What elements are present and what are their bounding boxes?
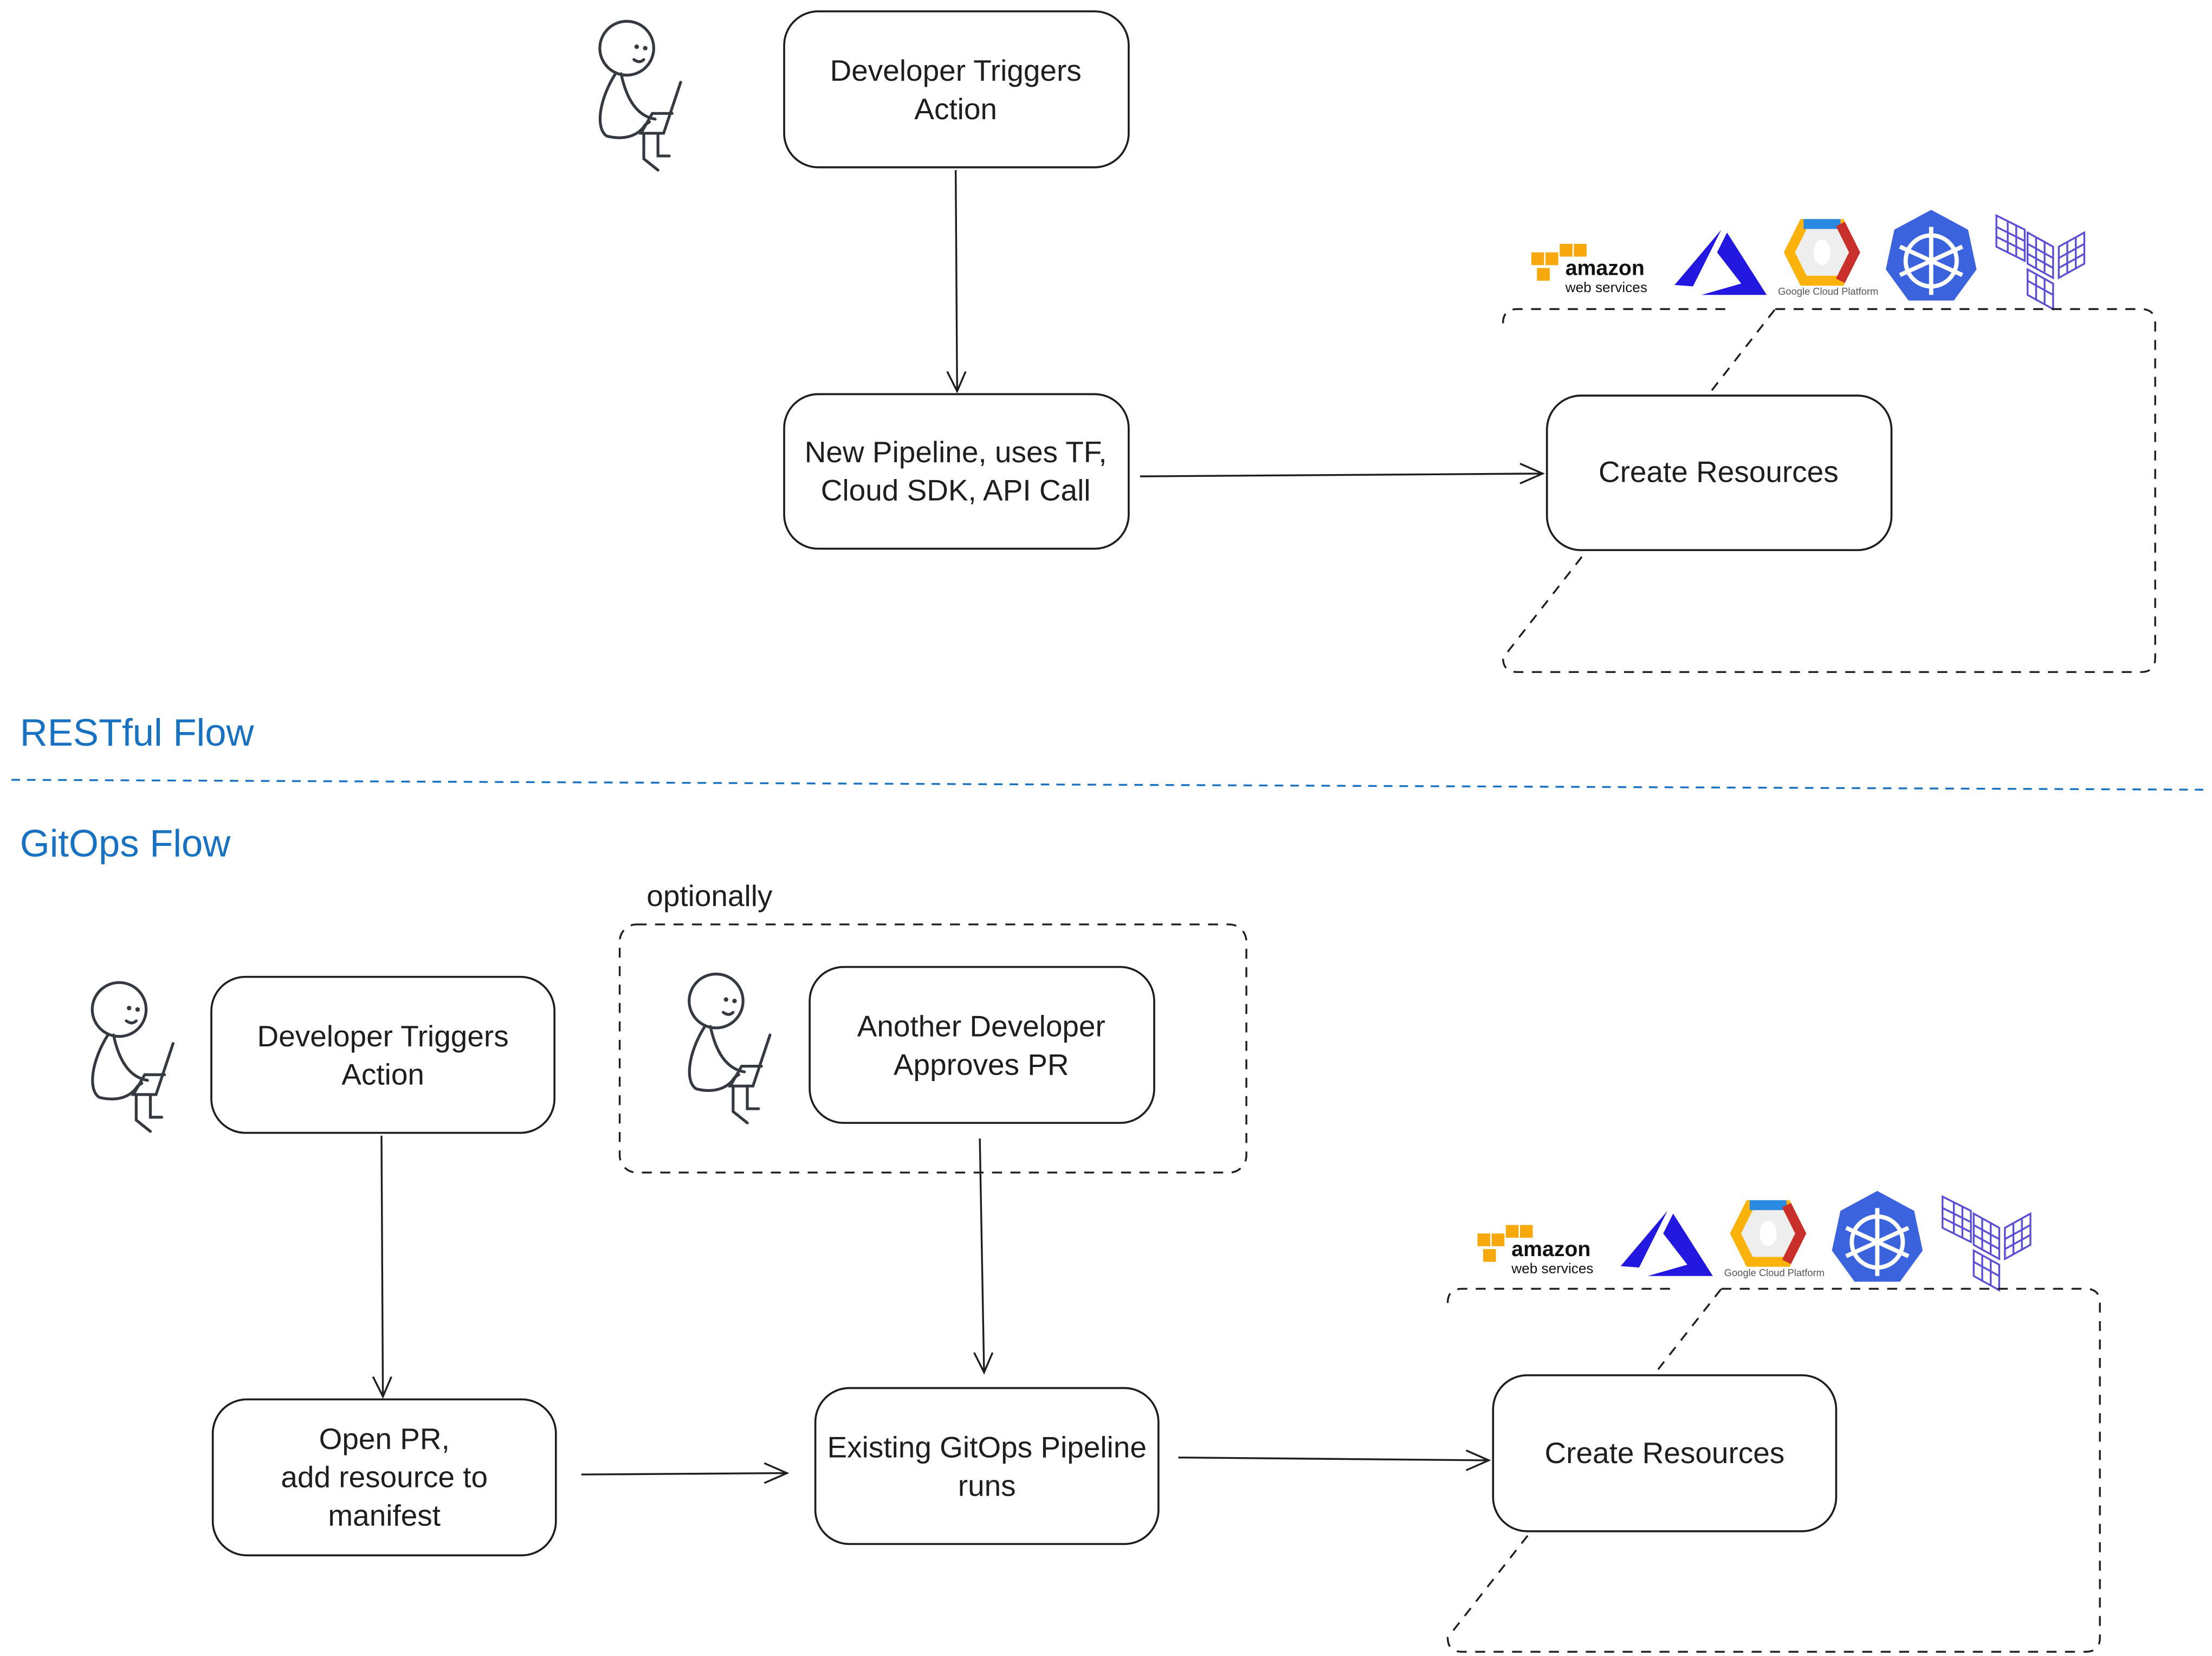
gitops-cloud-container <box>1446 1288 2101 1653</box>
arrow-trigger-to-pipeline <box>946 170 967 394</box>
azure-logo <box>1620 1211 1713 1276</box>
developer-figure-icon <box>92 982 173 1131</box>
developer-figure-icon <box>600 21 681 170</box>
arrow-pipeline-to-resources <box>1178 1450 1491 1471</box>
cloud-provider-logos: amazon web services Google Cloud Platfor… <box>1477 1191 2032 1292</box>
reviewer-figure-icon <box>689 974 770 1123</box>
arrow-trigger-to-open-pr <box>372 1135 392 1399</box>
kubernetes-logo <box>1886 210 1977 301</box>
azure-logo <box>1674 229 1767 295</box>
restful-cloud-container <box>1502 308 2156 673</box>
section-divider <box>11 779 2205 791</box>
gcp-logo: Google Cloud Platform <box>1778 219 1878 297</box>
aws-logo-text: amazon <box>1566 256 1645 280</box>
restful-create-resources-box <box>1545 394 1893 552</box>
arrow-open-pr-to-pipeline <box>581 1462 790 1484</box>
open-pr-box <box>211 1398 557 1557</box>
terraform-logo <box>1995 214 2086 311</box>
restful-trigger-box <box>783 10 1130 169</box>
restful-pipeline-label: New Pipeline, uses TF,Cloud SDK, API Cal… <box>805 435 1107 507</box>
restful-flow-heading: RESTful Flow <box>20 711 255 754</box>
gitops-create-resources-label: Create Resources <box>1545 1436 1785 1470</box>
gitops-create-resources-box <box>1492 1374 1838 1532</box>
approve-pr-box <box>809 966 1155 1124</box>
gitops-flow-heading: GitOps Flow <box>20 821 231 864</box>
restful-pipeline-box <box>783 393 1130 550</box>
gitops-trigger-box <box>210 975 556 1134</box>
optional-approval-container <box>618 923 1247 1174</box>
arrow-pipeline-to-resources <box>1140 463 1545 484</box>
optionally-label: optionally <box>646 879 773 913</box>
aws-logo-subtext: web services <box>1511 1260 1593 1277</box>
aws-logo-subtext: web services <box>1565 279 1647 295</box>
aws-logo: amazon web services <box>1531 244 1647 295</box>
gcp-logo-text: Google Cloud Platform <box>1724 1267 1825 1278</box>
gitops-pipeline-box <box>814 1387 1160 1545</box>
gcp-logo: Google Cloud Platform <box>1724 1200 1825 1278</box>
terraform-logo <box>1941 1195 2032 1292</box>
aws-logo: amazon web services <box>1477 1225 1593 1277</box>
arrow-approve-to-pipeline <box>973 1138 994 1375</box>
aws-logo-text: amazon <box>1511 1237 1590 1261</box>
cloud-provider-logos: amazon web services Google Cloud Platfor… <box>1531 210 2086 311</box>
restful-create-resources-label: Create Resources <box>1599 455 1839 489</box>
gcp-logo-text: Google Cloud Platform <box>1778 286 1878 297</box>
kubernetes-logo <box>1832 1191 1923 1282</box>
